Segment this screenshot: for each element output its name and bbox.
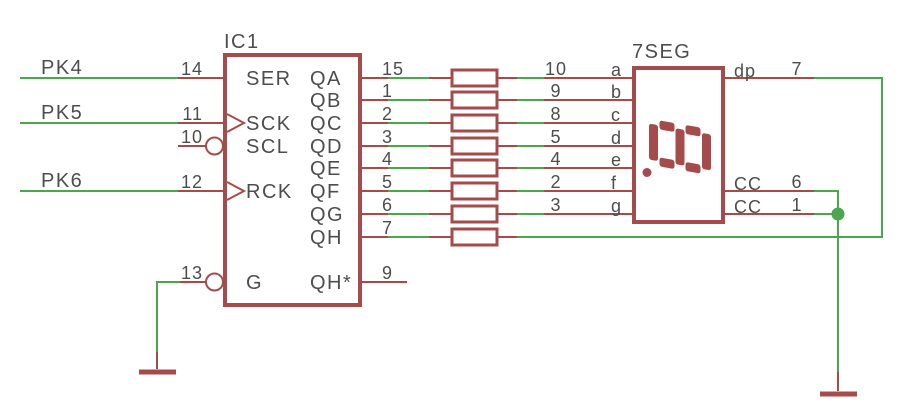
ic-pin-name: QA: [310, 68, 342, 90]
ic-body: [223, 53, 362, 307]
ic-pin-name: QB: [310, 90, 342, 112]
net-label: PK6: [41, 170, 84, 192]
ic-pin-number: 5: [382, 172, 394, 192]
resistor-symbol: [450, 181, 499, 201]
display-pin-number: 2: [550, 172, 562, 192]
display-pin-number: 5: [550, 127, 562, 147]
net-wires: [20, 77, 883, 372]
resistor-symbol: [450, 90, 499, 110]
resistor-symbol: [450, 113, 499, 133]
resistor-symbol: [450, 68, 499, 88]
display-right-pin-stubs: [724, 77, 814, 215]
ic-pin-name: QH*: [310, 272, 353, 294]
resistor-leads: [429, 77, 517, 238]
nets-ic-to-resistors: [388, 77, 429, 238]
ic-pin-name: QD: [310, 136, 343, 158]
net-label: PK5: [41, 102, 84, 124]
pin-stubs: [156, 77, 839, 391]
display-pin-number: 7: [791, 59, 803, 79]
net-g-gnd: [156, 281, 180, 352]
resistor-symbol: [450, 227, 499, 247]
ic-pin-name: G: [246, 272, 264, 294]
ic-pin-number: 3: [382, 127, 394, 147]
clock-input-icon: [226, 113, 247, 133]
display-pin-name: c: [611, 105, 621, 125]
ic-pin-number: 9: [382, 263, 394, 283]
resistor-symbol: [450, 204, 499, 224]
ic-pin-number: 4: [382, 149, 394, 169]
ground-stubs: [156, 352, 839, 391]
ic-pin-number: 15: [382, 59, 405, 79]
display-pin-number: 4: [550, 149, 562, 169]
ic-pin-number: 2: [382, 104, 394, 124]
inverted-input-icon: [205, 272, 224, 292]
ic-pin-number: 1: [382, 81, 394, 101]
ic-pin-number: 7: [382, 218, 394, 238]
ic-pin-number: 10: [180, 127, 203, 147]
seven-segment-glyph: [649, 120, 711, 174]
ic-pin-name: SER: [246, 68, 292, 90]
display-pin-number: 9: [550, 81, 562, 101]
display-pin-number: 1: [791, 195, 803, 215]
junction-dot: [831, 207, 845, 221]
net-dp: [517, 77, 883, 238]
display-pin-number: 3: [550, 195, 562, 215]
decimal-point-icon: [642, 168, 652, 177]
ic-pin-name: QF: [310, 181, 341, 203]
ic-pin-number: 13: [180, 263, 203, 283]
clock-input-icon: [226, 181, 247, 201]
ic-pin-name: QE: [310, 158, 342, 180]
display-left-pin-stubs: [544, 77, 635, 215]
ic-pin-number: 14: [180, 59, 203, 79]
display-pin-number: 6: [791, 172, 803, 192]
display-pin-name: dp: [734, 61, 757, 81]
ic-refdes: IC1: [224, 31, 260, 53]
ic-pin-name: QG: [310, 204, 345, 226]
ic-pin-number: 11: [182, 104, 203, 124]
display-refdes: 7SEG: [632, 41, 692, 63]
display-pin-name: b: [611, 82, 623, 102]
display-pin-name: d: [611, 128, 623, 148]
ic-pin-name: RCK: [246, 181, 293, 203]
display-pin-number: 8: [550, 104, 562, 124]
ic-pin-number: 6: [382, 195, 394, 215]
display-pin-name: g: [611, 196, 623, 216]
display-pin-name: CC: [734, 174, 762, 194]
ic-left-pin-stubs: [178, 77, 226, 283]
ic-pin-number: 12: [180, 172, 203, 192]
nets-resistors-to-display: [517, 77, 544, 215]
net-label: PK4: [41, 57, 84, 79]
ic-pin-name: QH: [310, 227, 343, 249]
display-pin-name: CC: [734, 197, 762, 217]
display-pin-name: a: [611, 60, 623, 80]
resistor-symbol: [450, 136, 499, 156]
resistor-symbol: [450, 158, 499, 178]
inverted-input-icon: [205, 136, 224, 156]
display-pin-number: 10: [544, 59, 568, 79]
ic-pin-name: SCK: [246, 113, 292, 135]
display-pin-name: f: [611, 173, 618, 193]
display-pin-name: e: [611, 150, 623, 170]
ic-pin-name: SCL: [246, 136, 290, 158]
ic-pin-name: QC: [310, 113, 343, 135]
ic-right-pin-stubs: [359, 77, 407, 283]
resistor-column: [450, 68, 499, 247]
